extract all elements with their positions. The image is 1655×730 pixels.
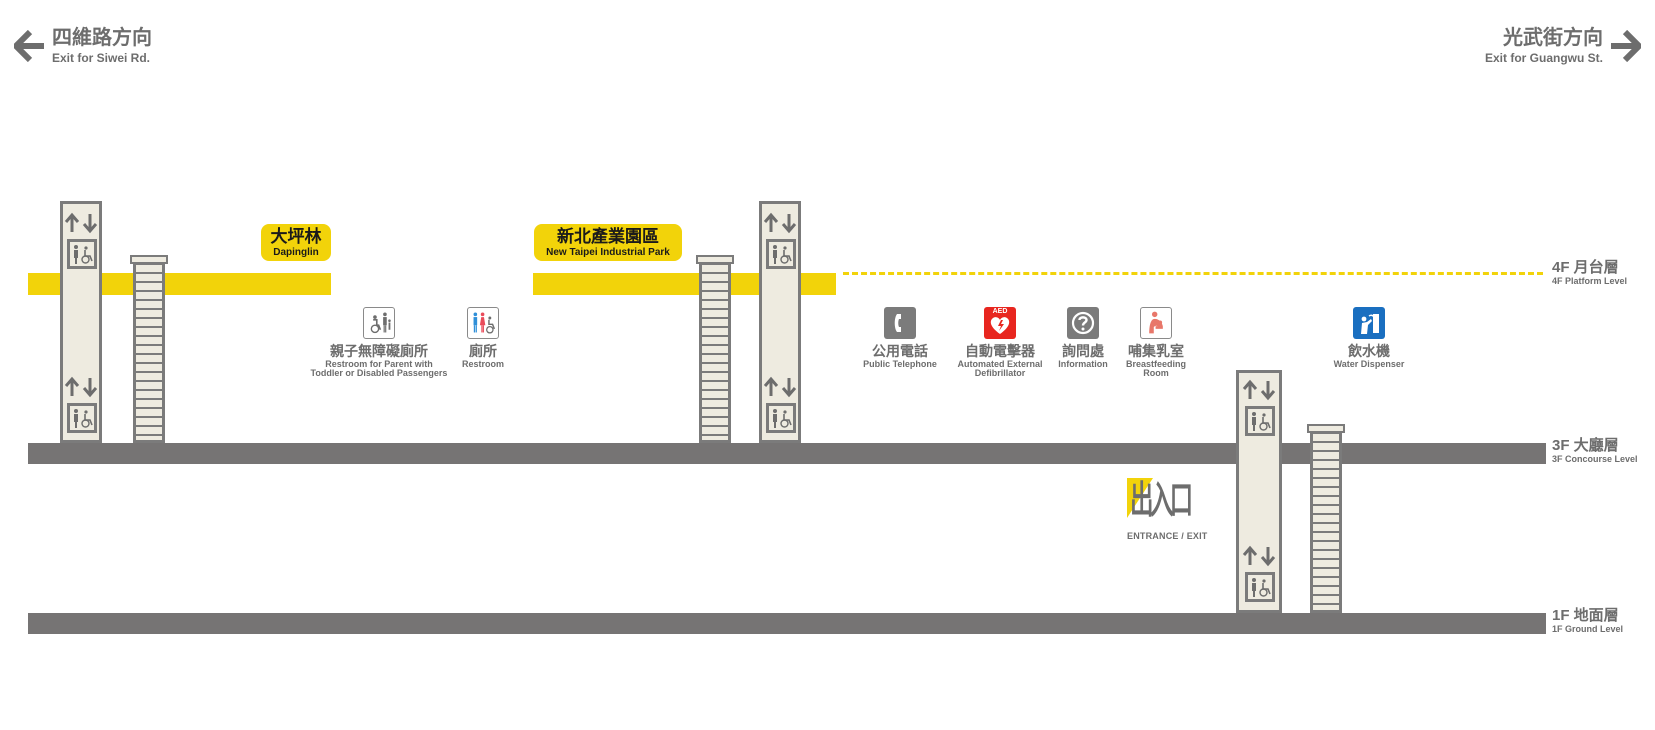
up-down-arrows-icon — [1242, 379, 1276, 401]
water-dispenser-en: Water Dispenser — [1333, 359, 1405, 369]
floor-4f-en: 4F Platform Level — [1552, 276, 1628, 286]
concourse-level-bar — [28, 443, 1546, 464]
restroom-en: Restroom — [461, 359, 504, 369]
breastfeeding-en: Breastfeeding — [1125, 359, 1187, 369]
family-restroom-icon — [363, 307, 395, 339]
elevator-right-lower — [1242, 545, 1278, 602]
aed-en2: Defibrillator — [974, 368, 1026, 378]
water-dispenser-icon — [1353, 307, 1385, 339]
information-zh: 詢問處 — [1062, 343, 1104, 359]
station-industrial-en: New Taipei Industrial Park — [546, 247, 670, 258]
restroom-icon — [467, 307, 499, 339]
entrance-zh: 出入口 — [1130, 480, 1193, 522]
information-icon — [1067, 307, 1099, 339]
escalator-left — [133, 262, 165, 443]
facility-family-restroom: 親子無障礙廁所 Restroom for Parent with Toddler… — [309, 307, 449, 378]
up-down-arrows-icon — [763, 376, 797, 398]
elevator-shaft-middle — [759, 201, 801, 443]
floor-3f-zh: 3F 大廳層 — [1552, 437, 1619, 454]
elevator-shaft-left — [60, 201, 102, 443]
breastfeeding-icon — [1140, 307, 1172, 339]
arrow-right-icon — [1611, 30, 1641, 62]
facility-breastfeeding: 哺集乳室 Breastfeeding Room — [1118, 307, 1194, 378]
aed-zh: 自動電擊器 — [965, 343, 1035, 359]
facility-telephone: 公用電話 Public Telephone — [855, 307, 945, 369]
breastfeeding-zh: 哺集乳室 — [1128, 343, 1184, 359]
direction-right: 光武街方向 Exit for Guangwu St. — [1485, 28, 1641, 64]
entrance-exit-sign: 出入口 ENTRANCE / EXIT — [1127, 478, 1208, 541]
facility-information: 詢問處 Information — [1053, 307, 1113, 369]
restroom-zh: 廁所 — [469, 343, 497, 359]
escalator-right — [1310, 431, 1342, 613]
elevator-wheelchair-icon — [766, 239, 796, 269]
entrance-en: ENTRANCE / EXIT — [1127, 531, 1208, 541]
station-dapinglin-zh: 大坪林 — [270, 227, 322, 246]
escalator-middle — [699, 262, 731, 443]
telephone-zh: 公用電話 — [872, 343, 928, 359]
floor-label-4f: 4F 月台層 4F Platform Level — [1552, 260, 1627, 286]
family-restroom-en: Restroom for Parent with — [325, 359, 433, 369]
family-restroom-zh: 親子無障礙廁所 — [330, 343, 428, 359]
information-en: Information — [1058, 359, 1108, 369]
floor-4f-zh: 4F 月台層 — [1552, 259, 1619, 276]
arrow-left-icon — [14, 30, 44, 62]
elevator-right-upper — [1242, 379, 1278, 436]
elevator-left-upper — [64, 212, 100, 269]
direction-left: 四維路方向 Exit for Siwei Rd. — [14, 28, 152, 64]
elevator-left-lower — [64, 376, 100, 433]
breastfeeding-en2: Room — [1143, 368, 1169, 378]
elevator-shaft-right — [1236, 370, 1282, 613]
aed-en: Automated External — [957, 359, 1043, 369]
floor-label-1f: 1F 地面層 1F Ground Level — [1552, 608, 1623, 634]
platform-segment-left — [28, 273, 331, 295]
station-dapinglin-en: Dapinglin — [273, 247, 319, 258]
entrance-exit-icon — [1127, 478, 1153, 518]
elevator-wheelchair-icon — [1245, 572, 1275, 602]
platform-dashed-line — [843, 272, 1543, 275]
floor-label-3f: 3F 大廳層 3F Concourse Level — [1552, 438, 1638, 464]
aed-icon: AED — [984, 307, 1016, 339]
station-sign-industrial: 新北產業園區 New Taipei Industrial Park — [534, 224, 682, 261]
ground-level-bar — [28, 613, 1546, 634]
water-dispenser-zh: 飲水機 — [1348, 343, 1390, 359]
station-sign-dapinglin: 大坪林 Dapinglin — [261, 224, 331, 261]
telephone-icon — [884, 307, 916, 339]
direction-left-zh: 四維路方向 — [52, 27, 152, 49]
elevator-wheelchair-icon — [1245, 406, 1275, 436]
family-restroom-en2: Toddler or Disabled Passengers — [310, 368, 448, 378]
direction-right-en: Exit for Guangwu St. — [1484, 51, 1603, 65]
aed-badge-text: AED — [992, 308, 1008, 315]
elevator-wheelchair-icon — [766, 403, 796, 433]
elevator-middle-lower — [763, 376, 799, 433]
direction-right-zh: 光武街方向 — [1503, 27, 1603, 49]
floor-1f-en: 1F Ground Level — [1552, 624, 1624, 634]
up-down-arrows-icon — [763, 212, 797, 234]
elevator-wheelchair-icon — [67, 403, 97, 433]
direction-left-en: Exit for Siwei Rd. — [52, 51, 151, 65]
floor-3f-en: 3F Concourse Level — [1552, 454, 1638, 464]
elevator-wheelchair-icon — [67, 239, 97, 269]
elevator-middle-upper — [763, 212, 799, 269]
facility-restroom: 廁所 Restroom — [451, 307, 515, 369]
floor-1f-zh: 1F 地面層 — [1552, 607, 1619, 624]
facility-aed: AED 自動電擊器 Automated External Defibrillat… — [950, 307, 1050, 378]
up-down-arrows-icon — [1242, 545, 1276, 567]
station-industrial-zh: 新北產業園區 — [557, 227, 659, 246]
facility-water-dispenser: 飲水機 Water Dispenser — [1327, 307, 1411, 369]
up-down-arrows-icon — [64, 212, 98, 234]
up-down-arrows-icon — [64, 376, 98, 398]
telephone-en: Public Telephone — [863, 359, 937, 369]
